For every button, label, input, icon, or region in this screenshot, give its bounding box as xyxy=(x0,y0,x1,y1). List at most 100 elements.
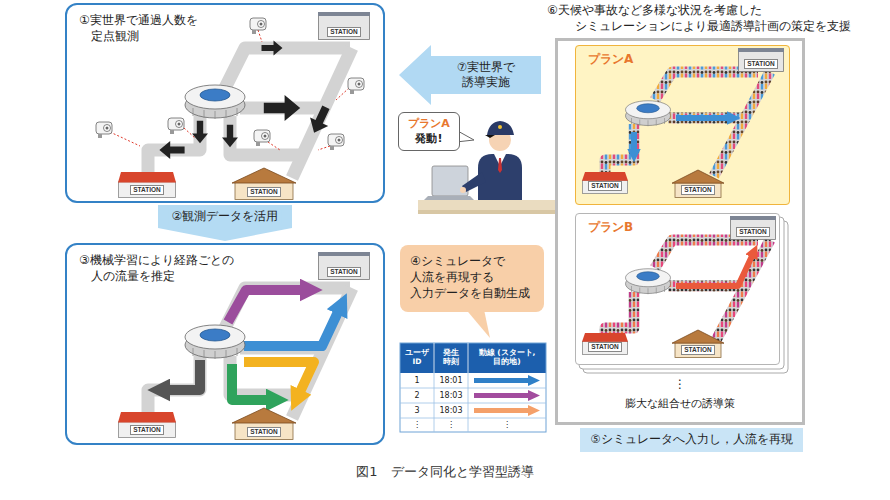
station-roof xyxy=(232,168,296,183)
plan-a-scene xyxy=(634,118,728,150)
station-box: STATION xyxy=(738,48,784,72)
station-building xyxy=(731,219,776,240)
panel-three-flows xyxy=(244,362,314,392)
station-building xyxy=(675,183,721,198)
plan-a-scene xyxy=(575,45,790,205)
station-box: STATION xyxy=(582,172,628,194)
station-box: STATION xyxy=(672,330,724,358)
plan-b-scene xyxy=(605,240,770,344)
table-cell: ⋮ xyxy=(434,418,468,432)
station-building xyxy=(235,182,293,199)
flow-arrows-black xyxy=(222,125,238,147)
operator-figure xyxy=(498,158,502,173)
station-roof xyxy=(118,172,176,182)
process-panel: ①実世界で通過人数を 定点観測 STATION STATION STATION xyxy=(65,3,385,203)
counter-cameras xyxy=(348,78,364,94)
table-grid xyxy=(400,343,546,373)
flow-arrows-black xyxy=(305,103,335,137)
table-grid xyxy=(474,390,540,401)
station-building xyxy=(119,422,176,438)
panel-one-roads xyxy=(148,48,352,178)
station-label: STATION xyxy=(327,267,361,278)
table-cell: ⋮ xyxy=(400,418,434,432)
flow-arrows-black xyxy=(262,41,283,56)
table-grid xyxy=(474,405,540,416)
flow-arrows-black xyxy=(159,41,335,160)
sensor-beams xyxy=(110,30,349,150)
counter-cameras xyxy=(254,130,270,146)
station-box: STATION xyxy=(118,412,176,438)
table-cell: 動線 (スタート,目的地) xyxy=(468,343,546,373)
station-roof xyxy=(118,412,176,422)
speech-text: プランA xyxy=(408,117,450,131)
flow-arrows-black xyxy=(192,121,208,143)
table-grid xyxy=(400,343,546,432)
plan-a-scene xyxy=(575,45,790,205)
table-cell: 18:01 xyxy=(434,373,468,388)
plan-label: プランA xyxy=(588,52,633,68)
table-cell: 発生 時刻 xyxy=(434,343,468,373)
station-roof xyxy=(672,330,724,343)
table-grid xyxy=(434,373,468,432)
station-box: STATION xyxy=(582,333,628,355)
station-building xyxy=(583,180,628,193)
flow-arrow xyxy=(399,45,541,105)
panel-three-flows xyxy=(232,364,268,400)
station-box: STATION xyxy=(118,172,176,198)
station-box: STATION xyxy=(232,168,296,200)
table-cell: ユーザ ID xyxy=(400,343,434,373)
panel-heading: ⑥天候や事故など多様な状況を考慮した シミュレーションにより最適誘導計画の策定を… xyxy=(547,3,870,34)
callout-text: ④シミュレータで 人流を再現する 入力データを自動生成 xyxy=(410,253,534,302)
table-grid xyxy=(434,343,468,373)
station-building xyxy=(235,422,293,439)
panel-three-flows xyxy=(244,312,338,346)
step-band: ⑤シミュレータへ入力し，人流を再現 xyxy=(580,428,803,452)
process-panel: ③機械学習により経路ごとの 人の流量を推定STATIONSTATIONSTATI… xyxy=(65,243,385,445)
panel-three-flows xyxy=(168,290,338,400)
panel-three-flows xyxy=(148,288,352,418)
callout-bubble: ④シミュレータで 人流を再現する 入力データを自動生成 xyxy=(400,245,544,312)
station-building xyxy=(319,15,370,40)
table-cell: 2 xyxy=(400,388,434,403)
operator-figure xyxy=(460,187,466,193)
counter-cameras xyxy=(328,134,344,150)
counter-cameras xyxy=(250,18,266,34)
figure-caption: 図1 データ同化と学習型誘導 xyxy=(356,464,533,480)
station-label: STATION xyxy=(130,425,164,436)
operator-figure xyxy=(418,200,558,210)
note-box: 膨大な組合せの誘導策 xyxy=(625,397,735,411)
station-label: STATION xyxy=(736,227,770,238)
panel-title: ①実世界で通過人数を 定点観測 xyxy=(79,12,241,44)
station-building xyxy=(119,182,176,198)
plan-a-scene xyxy=(626,101,671,127)
table-grid xyxy=(474,375,540,386)
speech-bubble: プランA発動! xyxy=(398,112,460,151)
note-box: ⋮ xyxy=(674,377,686,392)
station-label: STATION xyxy=(247,187,281,198)
station-building xyxy=(319,255,370,280)
station-label: STATION xyxy=(327,27,361,38)
counter-cameras xyxy=(168,118,184,134)
flow-arrow xyxy=(158,205,292,241)
panel-three-flows xyxy=(148,288,352,418)
caption-box: 図1 データ同化と学習型誘導 xyxy=(356,464,533,480)
arrow-label: ②観測データを活用 xyxy=(169,209,282,225)
plan-card: プランASTATIONSTATIONSTATION xyxy=(575,45,790,205)
operator-figure xyxy=(498,125,502,129)
station-building xyxy=(739,51,784,72)
note-text: 膨大な組合せの誘導策 xyxy=(625,397,735,411)
operator-figure xyxy=(418,210,558,214)
plan-b-scene xyxy=(605,240,770,344)
band-text: ⑤シミュレータへ入力し，人流を再現 xyxy=(590,433,792,447)
panel-one-roads xyxy=(148,48,352,178)
station-box: STATION xyxy=(730,216,776,240)
stadium-dome xyxy=(185,85,245,119)
station-label: STATION xyxy=(588,181,622,192)
flow-arrows-black xyxy=(264,95,300,121)
table-cell: ⋮ xyxy=(468,418,546,432)
flow-arrows-black xyxy=(159,141,184,159)
station-box: STATION xyxy=(318,252,370,280)
operator-figure xyxy=(432,166,468,196)
plan-a-scene xyxy=(631,132,637,150)
